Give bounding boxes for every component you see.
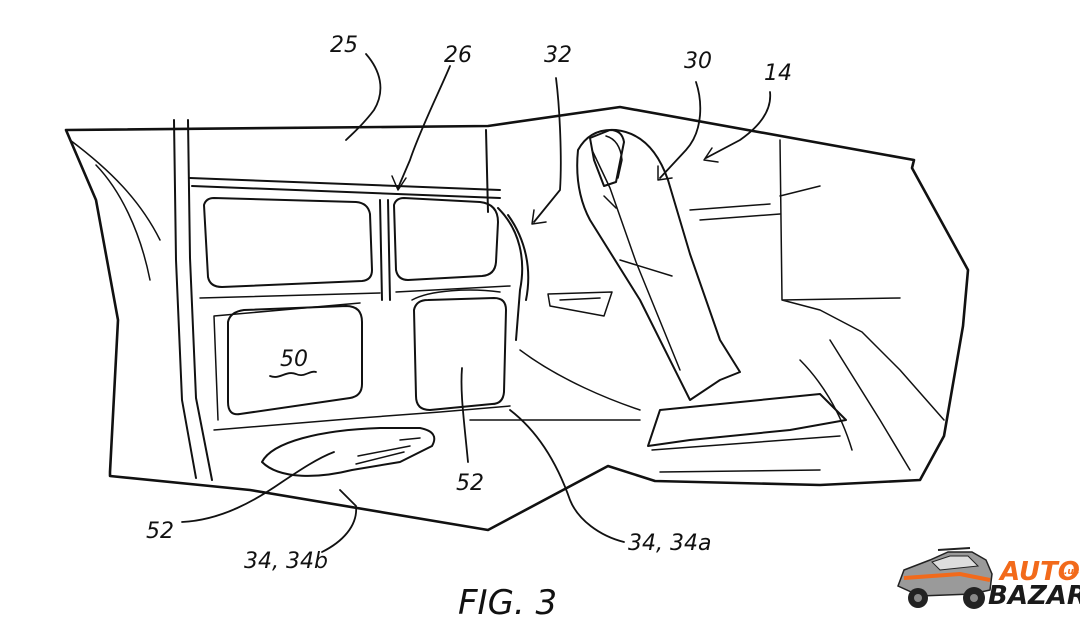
- ref-32: 32: [544, 43, 572, 68]
- ref-26: 26: [444, 43, 472, 68]
- rear-wall-divider: [380, 200, 390, 300]
- ref-34-34b: 34, 34b: [244, 549, 328, 574]
- rear-quarter-curve: [70, 140, 160, 280]
- ref-30: 30: [684, 49, 712, 74]
- folded-seat-cushion: [262, 428, 434, 476]
- ref-52-left: 52: [146, 519, 174, 544]
- watermark-line2: BAZAR: [988, 581, 1080, 611]
- watermark-suffix: .us: [1064, 567, 1080, 577]
- rear-panel-right: [394, 198, 498, 280]
- leader-52-center: [461, 368, 468, 462]
- ref-14: 14: [764, 61, 792, 86]
- rear-wall-lower-edge: [200, 286, 510, 298]
- floor-line-right: [470, 350, 640, 420]
- ref-52-center: 52: [456, 471, 484, 496]
- figure-caption: FIG. 3: [458, 583, 557, 623]
- arrow-26: [392, 176, 406, 190]
- rear-wall-side-trim: [498, 208, 528, 340]
- rear-seat-back-52: [414, 298, 506, 410]
- leader-34-34b: [322, 490, 356, 552]
- right-door-lines: [780, 140, 944, 470]
- ref-50: 50: [280, 347, 308, 372]
- leader-32: [534, 78, 561, 222]
- ref-25: 25: [330, 33, 358, 58]
- leader-52-left: [182, 452, 334, 522]
- right-door-lower: [690, 204, 780, 220]
- truck-icon: [898, 548, 992, 609]
- underline-50: [270, 372, 316, 377]
- autobazar-watermark: AUTO .us BAZAR: [898, 548, 1080, 611]
- b-pillar: [174, 120, 212, 480]
- floor-line-left: [214, 406, 510, 430]
- door-panel: [548, 292, 612, 316]
- leader-30: [660, 82, 700, 178]
- folded-seat-cushion-inner: [356, 438, 420, 464]
- rear-panel-left: [204, 198, 372, 287]
- leader-34-34a: [510, 410, 624, 542]
- ref-34-34a: 34, 34a: [628, 531, 711, 556]
